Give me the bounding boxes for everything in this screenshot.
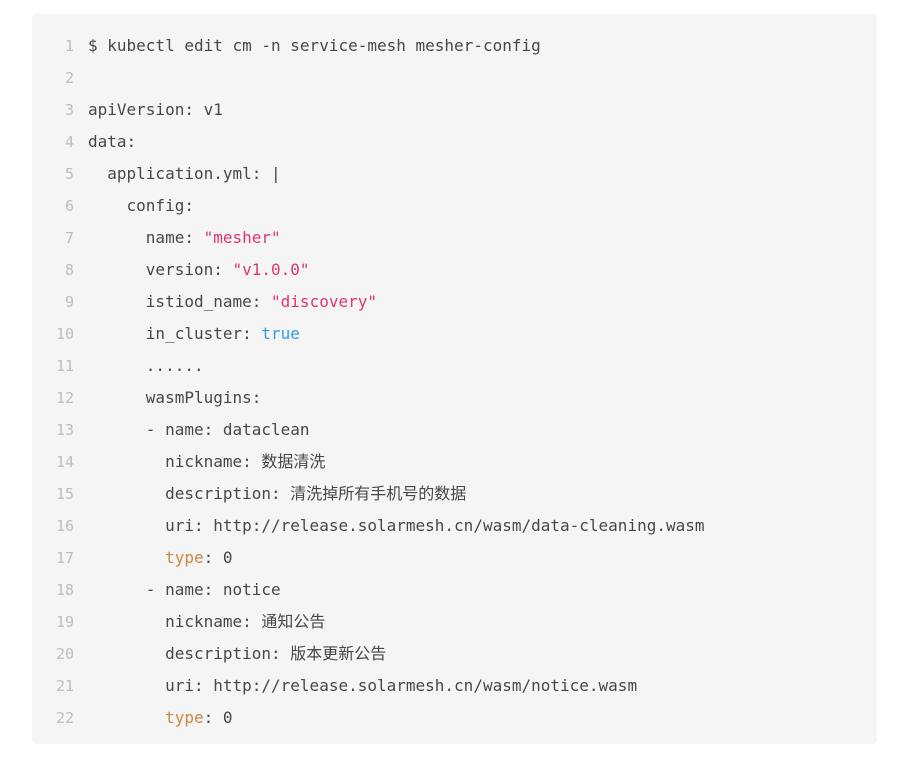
code-block[interactable]: 1 $ kubectl edit cm -n service-mesh meshe… xyxy=(32,14,877,744)
code-line: 8 version: "v1.0.0" xyxy=(32,254,877,286)
line-content: apiVersion: v1 xyxy=(74,94,877,126)
code-line: 21 uri: http://release.solarmesh.cn/wasm… xyxy=(32,670,877,702)
code-line: 11 ...... xyxy=(32,350,877,382)
line-content: config: xyxy=(74,190,877,222)
code-line: 15 description: 清洗掉所有手机号的数据 xyxy=(32,478,877,510)
code-token-string: "v1.0.0" xyxy=(232,260,310,279)
code-token-string: "mesher" xyxy=(203,228,281,247)
line-number: 18 xyxy=(55,581,74,599)
code-token-plain: version: xyxy=(88,260,233,279)
line-number: 14 xyxy=(55,453,74,471)
code-line: 19 nickname: 通知公告 xyxy=(32,606,877,638)
code-token-plain: uri: http://release.solarmesh.cn/wasm/no… xyxy=(88,676,638,695)
code-line: 20 description: 版本更新公告 xyxy=(32,638,877,670)
line-content: type: 0 xyxy=(74,542,877,574)
code-token-plain: uri: http://release.solarmesh.cn/wasm/da… xyxy=(88,516,705,535)
code-token-plain: : 0 xyxy=(203,708,233,727)
line-number: 9 xyxy=(64,293,74,311)
code-token-plain: application.yml: | xyxy=(88,164,281,183)
code-token-plain: config: xyxy=(88,196,194,215)
line-number: 19 xyxy=(55,613,74,631)
line-number: 16 xyxy=(55,517,74,535)
line-content: data: xyxy=(74,126,877,158)
code-token-plain: : 0 xyxy=(203,548,233,567)
line-content: in_cluster: true xyxy=(74,318,877,350)
line-number: 20 xyxy=(55,645,74,663)
line-number: 6 xyxy=(64,197,74,215)
code-token-plain: wasmPlugins: xyxy=(88,388,262,407)
code-line: 13 - name: dataclean xyxy=(32,414,877,446)
line-content: type: 0 xyxy=(74,702,877,734)
code-line: 16 uri: http://release.solarmesh.cn/wasm… xyxy=(32,510,877,542)
code-token-plain: description: 版本更新公告 xyxy=(88,644,387,663)
line-number: 8 xyxy=(64,261,74,279)
code-token-plain xyxy=(88,548,165,567)
code-token-string: "discovery" xyxy=(271,292,377,311)
code-token-dots: ...... xyxy=(88,356,204,375)
line-content: name: "mesher" xyxy=(74,222,877,254)
code-token-plain xyxy=(88,708,165,727)
code-token-plain: $ kubectl edit cm -n service-mesh mesher… xyxy=(88,36,541,55)
code-line: 7 name: "mesher" xyxy=(32,222,877,254)
code-line: 9 istiod_name: "discovery" xyxy=(32,286,877,318)
line-number: 11 xyxy=(55,357,74,375)
line-content: - name: dataclean xyxy=(74,414,877,446)
line-content: - name: notice xyxy=(74,574,877,606)
line-number: 22 xyxy=(55,709,74,727)
code-line: 12 wasmPlugins: xyxy=(32,382,877,414)
line-number: 13 xyxy=(55,421,74,439)
code-token-plain: data: xyxy=(88,132,137,151)
line-content: uri: http://release.solarmesh.cn/wasm/da… xyxy=(74,510,877,542)
line-content: description: 清洗掉所有手机号的数据 xyxy=(74,478,877,510)
code-line: 5 application.yml: | xyxy=(32,158,877,190)
line-content: version: "v1.0.0" xyxy=(74,254,877,286)
code-token-plain: - name: notice xyxy=(88,580,281,599)
code-token-plain: name: xyxy=(88,228,204,247)
line-content: uri: http://release.solarmesh.cn/wasm/no… xyxy=(74,670,877,702)
line-content: ...... xyxy=(74,350,877,382)
code-token-plain: in_cluster: xyxy=(88,324,262,343)
line-number: 5 xyxy=(64,165,74,183)
line-number: 10 xyxy=(55,325,74,343)
code-line: 3 apiVersion: v1 xyxy=(32,94,877,126)
code-token-plain: - name: dataclean xyxy=(88,420,310,439)
code-line: 10 in_cluster: true xyxy=(32,318,877,350)
code-token-plain: apiVersion: v1 xyxy=(88,100,223,119)
code-line: 1 $ kubectl edit cm -n service-mesh meshe… xyxy=(32,30,877,62)
code-token-plain: nickname: 通知公告 xyxy=(88,612,326,631)
code-line-list: 1 $ kubectl edit cm -n service-mesh meshe… xyxy=(32,30,877,734)
line-number: 17 xyxy=(55,549,74,567)
line-number: 3 xyxy=(64,101,74,119)
line-content: nickname: 通知公告 xyxy=(74,606,877,638)
code-token-plain: istiod_name: xyxy=(88,292,272,311)
line-content: wasmPlugins: xyxy=(74,382,877,414)
code-line: 14 nickname: 数据清洗 xyxy=(32,446,877,478)
line-number: 1 xyxy=(64,37,74,55)
line-number: 4 xyxy=(64,133,74,151)
line-number: 2 xyxy=(64,69,74,87)
line-number: 21 xyxy=(55,677,74,695)
code-token-plain: description: 清洗掉所有手机号的数据 xyxy=(88,484,467,503)
line-content: application.yml: | xyxy=(74,158,877,190)
line-content: description: 版本更新公告 xyxy=(74,638,877,670)
code-line: 6 config: xyxy=(32,190,877,222)
line-content: nickname: 数据清洗 xyxy=(74,446,877,478)
code-token-key-hl: type xyxy=(165,708,204,727)
line-number: 15 xyxy=(55,485,74,503)
code-token-bool: true xyxy=(261,324,300,343)
code-line: 17 type: 0 xyxy=(32,542,877,574)
line-content: istiod_name: "discovery" xyxy=(74,286,877,318)
code-line: 22 type: 0 xyxy=(32,702,877,734)
code-line: 18 - name: notice xyxy=(32,574,877,606)
line-number: 7 xyxy=(64,229,74,247)
code-line: 4 data: xyxy=(32,126,877,158)
line-content: $ kubectl edit cm -n service-mesh mesher… xyxy=(74,30,877,62)
code-token-plain: nickname: 数据清洗 xyxy=(88,452,326,471)
code-token-key-hl: type xyxy=(165,548,204,567)
code-line: 2 xyxy=(32,62,877,94)
line-number: 12 xyxy=(55,389,74,407)
